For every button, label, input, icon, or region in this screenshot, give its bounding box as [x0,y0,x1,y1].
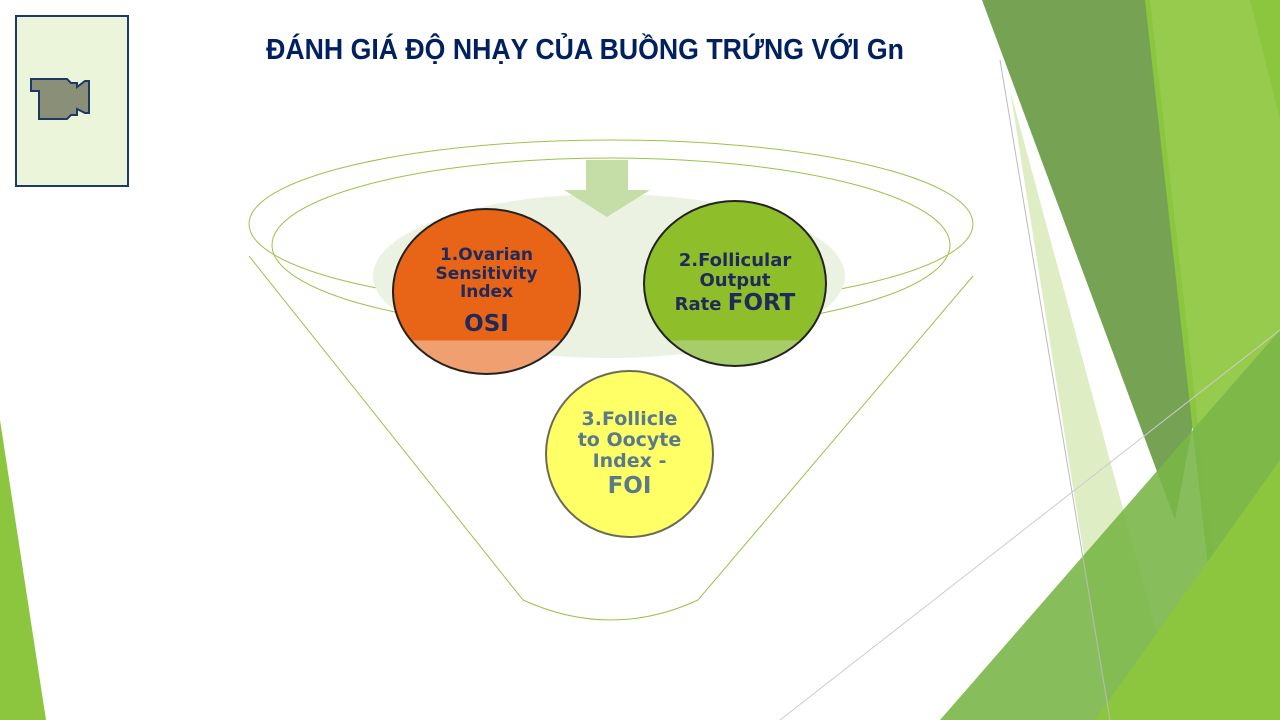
osi-abbr: OSI [464,310,509,337]
foi-line-2: to Oocyte [577,428,682,451]
osi-line-2: Sensitivity [435,263,538,284]
video-camera-icon [30,78,90,120]
logo-box [15,15,129,187]
fort-line-2: Output [699,269,771,291]
osi-circle: 1.Ovarian Sensitivity Index OSI [392,208,581,375]
bottom-bright-triangle [1095,460,1280,720]
foi-circle: 3.Follicle to Oocyte Index - FOI [545,370,714,538]
fort-line-1: 2.Follicular [678,250,792,272]
fort-prefix: Rate [674,293,722,315]
foi-line-3: Index - [592,449,667,472]
osi-line-1: 1.Ovarian [439,244,534,265]
slide-title: ĐÁNH GIÁ ĐỘ NHẠY CỦA BUỒNG TRỨNG VỚI Gn [266,34,904,66]
foi-abbr: FOI [607,472,652,499]
foi-line-1: 3.Follicle [581,408,678,431]
fort-line-3: Rate FORT [674,289,796,316]
fort-circle: 2.Follicular Output Rate FORT [643,200,827,367]
osi-line-3: Index [459,282,514,303]
down-arrow-icon [564,160,650,217]
fort-abbr: FORT [727,289,796,316]
left-green-triangle [0,420,46,720]
right-olive-band [982,0,1205,520]
